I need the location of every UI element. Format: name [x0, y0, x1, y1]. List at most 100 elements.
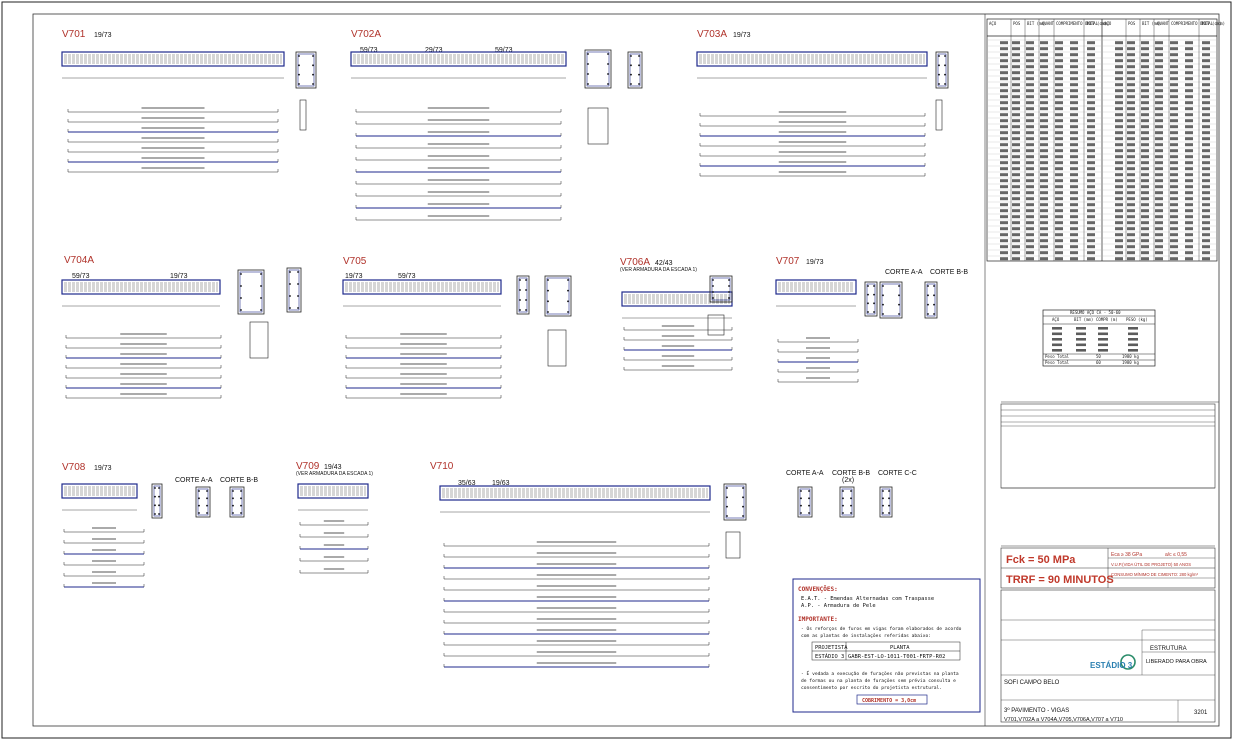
rebar-annotation: [806, 347, 830, 349]
table-cell-text: [1098, 338, 1108, 341]
table-cell-text: [1076, 349, 1086, 352]
table-cell-text: [1026, 227, 1034, 231]
rebar-dot: [312, 64, 314, 67]
rebar-dot: [198, 512, 200, 514]
table-cell-text: [1040, 149, 1048, 153]
rebar-dot: [742, 496, 744, 499]
rebar-dot: [206, 490, 208, 492]
table-cell-text: [1070, 83, 1078, 87]
rebar-dot: [240, 309, 242, 311]
cross-section-stirrup: [546, 277, 570, 315]
table-cell-text: [1012, 143, 1020, 147]
table-cell-text: [1012, 95, 1020, 99]
table-cell-text: [1141, 173, 1149, 177]
rebar-dot: [933, 303, 935, 306]
table-cell-text: [1127, 101, 1135, 105]
summary-total-aco: 50: [1096, 354, 1101, 359]
cross-section: [924, 281, 938, 319]
release-status: LIBERADO PARA OBRA: [1146, 659, 1207, 665]
rebar-dot: [728, 297, 730, 299]
table-cell-text: [1155, 131, 1163, 135]
table-cell-text: [1127, 137, 1135, 141]
steel-table-header: AÇO: [1104, 21, 1112, 26]
table-cell-text: [1000, 41, 1008, 45]
table-cell-text: [1141, 95, 1149, 99]
rebar-dot: [297, 283, 299, 285]
rebar-dot: [850, 497, 852, 500]
rebar-dot: [938, 55, 940, 57]
table-cell-text: [1000, 137, 1008, 141]
table-cell-text: [1202, 113, 1210, 117]
table-cell-text: [1040, 191, 1048, 195]
table-cell-text: [1127, 215, 1135, 219]
rebar-dot: [232, 497, 234, 500]
table-cell-text: [1185, 101, 1193, 105]
table-cell-text: [1127, 221, 1135, 225]
table-cell-text: [1055, 251, 1063, 255]
table-cell-text: [1185, 83, 1193, 87]
conv-table-cell: GABR-EST-LO-1011-T001-FRTP-R02: [848, 654, 945, 660]
table-cell-text: [1185, 191, 1193, 195]
table-cell-text: [1087, 227, 1095, 231]
rebar-annotation: [427, 191, 490, 193]
cross-section: [286, 267, 302, 313]
table-cell-text: [1155, 257, 1163, 261]
table-cell-text: [1170, 83, 1178, 87]
table-cell-text: [1141, 59, 1149, 63]
table-cell-text: [1155, 221, 1163, 225]
table-cell-text: [1087, 119, 1095, 123]
table-cell-text: [1040, 143, 1048, 147]
table-cell-text: [1055, 179, 1063, 183]
table-cell-text: [1055, 245, 1063, 249]
table-cell-text: [1012, 77, 1020, 81]
table-cell-text: [1155, 125, 1163, 129]
table-cell-text: [1070, 101, 1078, 105]
table-cell-text: [1127, 119, 1135, 123]
table-cell-text: [1055, 161, 1063, 165]
rebar-annotation: [661, 365, 695, 367]
segment-label: 59/73: [495, 47, 513, 54]
table-cell-text: [1127, 89, 1135, 93]
table-cell-text: [1202, 173, 1210, 177]
table-cell-text: [1012, 113, 1020, 117]
table-cell-text: [1202, 251, 1210, 255]
table-cell-text: [1202, 149, 1210, 153]
table-cell-text: [1127, 257, 1135, 261]
rebar-dot: [728, 285, 730, 287]
table-cell-text: [1052, 349, 1062, 352]
rebar-dot: [158, 495, 160, 498]
beam-drawings: [61, 49, 949, 668]
table-cell-text: [1115, 167, 1123, 171]
rebar-dot: [154, 504, 156, 507]
rebar-dot: [712, 291, 714, 293]
rebar-dot: [726, 515, 728, 517]
note-line: - É vedada a execução de furações não pr…: [801, 669, 959, 677]
table-cell-text: [1127, 41, 1135, 45]
steel-table-header: POS: [1128, 21, 1136, 26]
rebar-dot: [525, 289, 527, 291]
table-cell-text: [1170, 203, 1178, 207]
table-cell-text: [1055, 125, 1063, 129]
rebar-dot: [882, 512, 884, 514]
table-cell-text: [1087, 95, 1095, 99]
table-cell-text: [1185, 227, 1193, 231]
table-cell-text: [1026, 179, 1034, 183]
cross-section: [839, 486, 855, 518]
rebar-dot: [567, 300, 569, 303]
table-cell-text: [1141, 191, 1149, 195]
summary-table: RESUMO AÇO CA - 50-60 AÇO BIT (mm) COMPR…: [1042, 309, 1156, 367]
table-cell-text: [1000, 65, 1008, 69]
rebar-dot: [850, 512, 852, 514]
table-cell-text: [1040, 65, 1048, 69]
table-cell-text: [1115, 251, 1123, 255]
table-cell-text: [1155, 185, 1163, 189]
table-cell-text: [1026, 191, 1034, 195]
revision-block: [1000, 403, 1216, 547]
table-cell-text: [1012, 119, 1020, 123]
rebar-dot: [800, 497, 802, 500]
table-cell-text: [1070, 197, 1078, 201]
rebar-dot: [867, 285, 869, 287]
rebar-annotation: [92, 527, 116, 529]
table-cell-text: [1170, 257, 1178, 261]
